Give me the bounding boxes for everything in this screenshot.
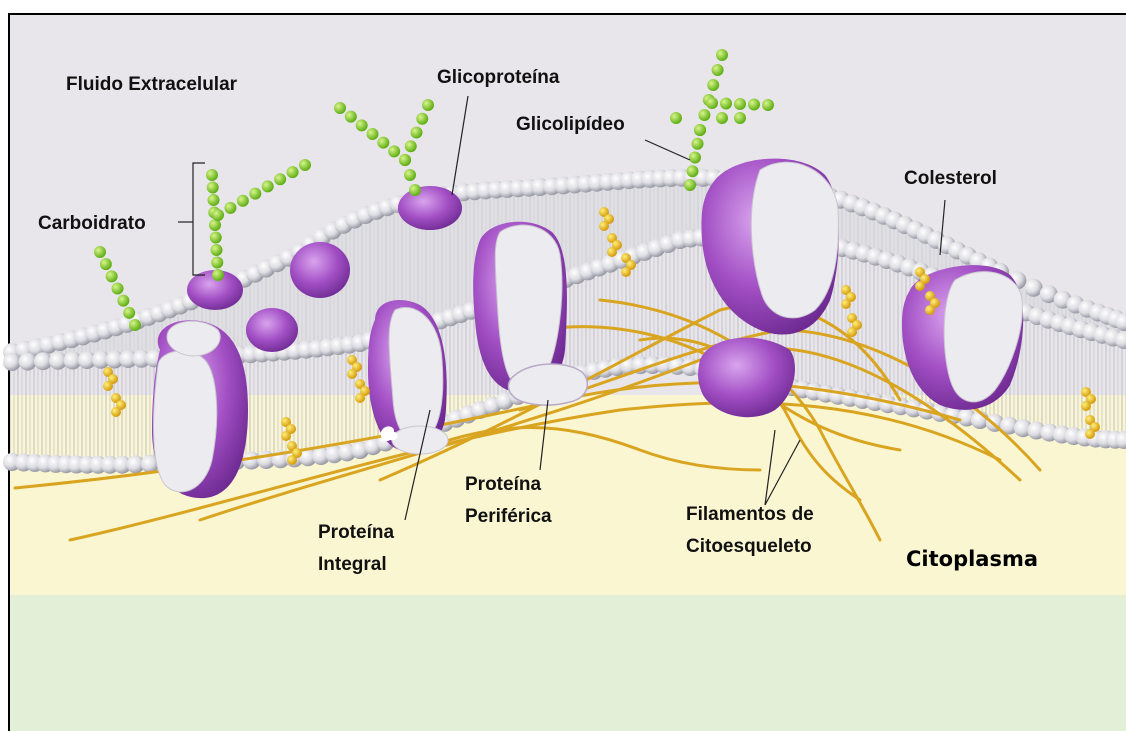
sugar-bead: [129, 319, 141, 331]
sugar-bead: [687, 165, 699, 177]
sugar-bead: [287, 166, 299, 178]
sugar-bead: [345, 111, 357, 123]
cholesterol-bead: [111, 407, 121, 417]
cholesterol-bead: [847, 327, 857, 337]
label-carbohydrate: Carboidrato: [38, 213, 146, 234]
sugar-bead: [698, 109, 710, 121]
cholesterol-bead: [915, 281, 925, 291]
sugar-bead: [399, 154, 411, 166]
integral-protein-left: [152, 320, 248, 498]
label-cholesterol: Colesterol: [904, 168, 997, 189]
sugar-bead: [112, 283, 124, 295]
bottom-band: [10, 595, 1126, 731]
label-peripheral-protein-line1: Proteína: [465, 474, 541, 495]
label-filaments-line2: Citoesqueleto: [686, 536, 812, 557]
label-integral-protein-line2: Integral: [318, 554, 387, 575]
sugar-bead: [712, 64, 724, 76]
sugar-bead: [716, 49, 728, 61]
cholesterol-bead: [103, 381, 113, 391]
sugar-bead: [224, 202, 236, 214]
sugar-bead: [237, 195, 249, 207]
sugar-bead: [106, 270, 118, 282]
sugar-bead: [100, 258, 112, 270]
sugar-bead: [409, 184, 421, 196]
sugar-bead: [117, 295, 129, 307]
sugar-bead: [211, 244, 223, 256]
sugar-bead: [716, 112, 728, 124]
sugar-bead: [670, 112, 682, 124]
label-extracellular-fluid: Fluido Extracelular: [66, 74, 238, 95]
sugar-bead: [210, 232, 222, 244]
sugar-bead: [388, 145, 400, 157]
sugar-bead: [689, 152, 701, 164]
sugar-bead: [207, 182, 219, 194]
sugar-bead: [734, 98, 746, 110]
sugar-bead: [206, 169, 218, 181]
label-glycoprotein: Glicoproteína: [437, 67, 560, 88]
cholesterol-bead: [287, 455, 297, 465]
cholesterol-bead: [621, 267, 631, 277]
globular-protein: [246, 308, 298, 352]
sugar-bead: [299, 159, 311, 171]
label-peripheral-protein-line2: Periférica: [465, 506, 552, 527]
sugar-bead: [405, 140, 417, 152]
sugar-bead: [416, 113, 428, 125]
sugar-bead: [212, 269, 224, 281]
sugar-bead: [692, 138, 704, 150]
sugar-bead: [94, 246, 106, 258]
sugar-bead: [367, 128, 379, 140]
label-cytoplasm: Citoplasma: [906, 547, 1038, 571]
label-integral-protein-line1: Proteína: [318, 522, 394, 543]
sugar-bead: [356, 119, 368, 131]
sugar-bead: [249, 188, 261, 200]
globular-protein: [290, 242, 350, 298]
sugar-bead: [422, 99, 434, 111]
lipid-head: [3, 353, 21, 371]
sugar-bead: [706, 97, 718, 109]
sugar-bead: [694, 124, 706, 136]
label-glycolipid: Glicolipídeo: [516, 114, 625, 135]
sugar-bead: [748, 99, 760, 111]
sugar-bead: [211, 257, 223, 269]
sugar-bead: [274, 173, 286, 185]
sugar-bead: [212, 209, 224, 221]
cholesterol-bead: [607, 247, 617, 257]
label-filaments-line1: Filamentos de: [686, 504, 814, 525]
sugar-bead: [123, 307, 135, 319]
sugar-bead: [762, 99, 774, 111]
lipid-head: [19, 353, 37, 371]
sugar-bead: [707, 79, 719, 91]
cholesterol-bead: [925, 305, 935, 315]
cholesterol-bead: [281, 431, 291, 441]
sugar-bead: [377, 137, 389, 149]
cholesterol-bead: [355, 393, 365, 403]
sugar-bead: [734, 112, 746, 124]
cholesterol-bead: [599, 221, 609, 231]
sugar-bead: [684, 179, 696, 191]
sugar-bead: [334, 102, 346, 114]
cholesterol-bead: [1085, 429, 1095, 439]
sugar-bead: [262, 180, 274, 192]
sugar-bead: [208, 194, 220, 206]
cholesterol-bead: [841, 299, 851, 309]
sugar-bead: [404, 169, 416, 181]
cholesterol-bead: [347, 369, 357, 379]
sugar-bead: [720, 98, 732, 110]
sugar-bead: [411, 127, 423, 139]
cholesterol-bead: [1081, 401, 1091, 411]
